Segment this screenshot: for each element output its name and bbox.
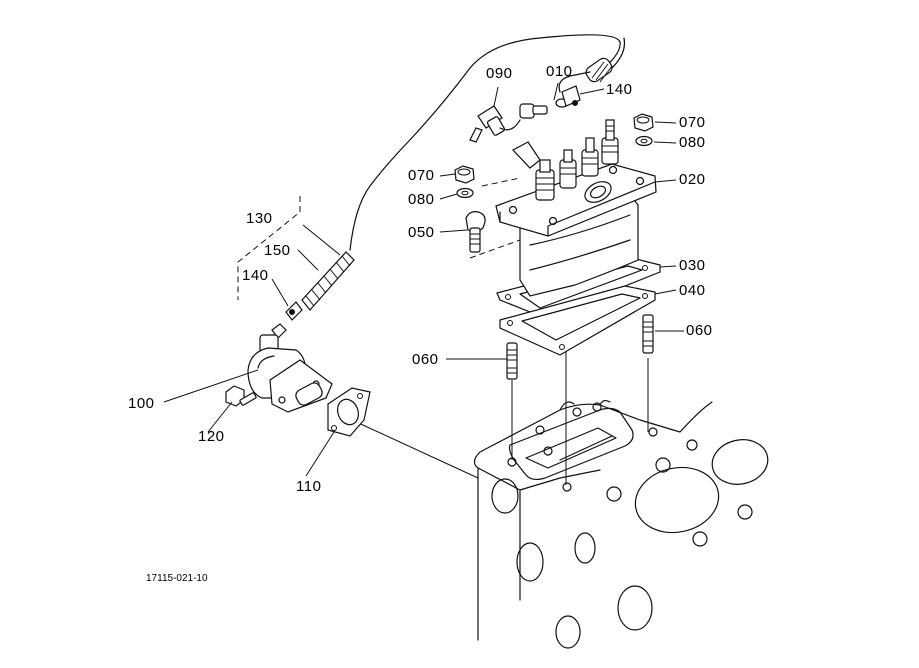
washer-080-right — [635, 135, 653, 147]
banjo-bolt-010 — [519, 98, 569, 119]
hose-150 — [301, 251, 355, 311]
callout-090: 090 — [486, 65, 513, 82]
washer-080-left — [456, 187, 474, 199]
callout-130: 130 — [246, 210, 273, 227]
callout-140-left: 140 — [242, 267, 269, 284]
callout-120: 120 — [198, 428, 225, 445]
bolt-guide-lines — [469, 177, 521, 259]
gasket-110 — [327, 387, 371, 437]
figure-number: 17115-021-10 — [146, 573, 208, 584]
callout-060-right: 060 — [686, 322, 713, 339]
callout-050: 050 — [408, 224, 435, 241]
callout-080-left: 080 — [408, 191, 435, 208]
callout-150: 150 — [264, 242, 291, 259]
engine-block — [473, 399, 769, 649]
fuel-feed-pump-100 — [247, 323, 333, 413]
nut-070-right — [633, 113, 654, 132]
bolt-120 — [225, 385, 257, 407]
nut-070-left — [454, 165, 475, 184]
clamp-140-top — [561, 85, 581, 107]
callout-140-top: 140 — [606, 81, 633, 98]
callout-100: 100 — [128, 395, 155, 412]
stud-060-right — [642, 314, 654, 354]
callout-060-left: 060 — [412, 351, 439, 368]
stud-060-left — [506, 342, 518, 380]
callout-110: 110 — [296, 478, 322, 495]
callout-070-right: 070 — [679, 114, 706, 131]
leader-lines — [163, 82, 684, 477]
overflow-fitting-090 — [469, 105, 521, 143]
bolt-050 — [465, 211, 486, 253]
callout-070-left: 070 — [408, 167, 435, 184]
fuel-return-hose — [349, 34, 626, 251]
callout-080-right: 080 — [679, 134, 706, 151]
clamp-140-left — [285, 301, 303, 321]
callout-030: 030 — [679, 257, 706, 274]
callout-020: 020 — [679, 171, 706, 188]
alignment-lines — [351, 350, 649, 485]
injection-pump — [495, 119, 657, 297]
gasket-040 — [499, 285, 656, 356]
callout-040: 040 — [679, 282, 706, 299]
bracket-130 — [237, 196, 301, 300]
callout-010: 010 — [546, 63, 573, 80]
